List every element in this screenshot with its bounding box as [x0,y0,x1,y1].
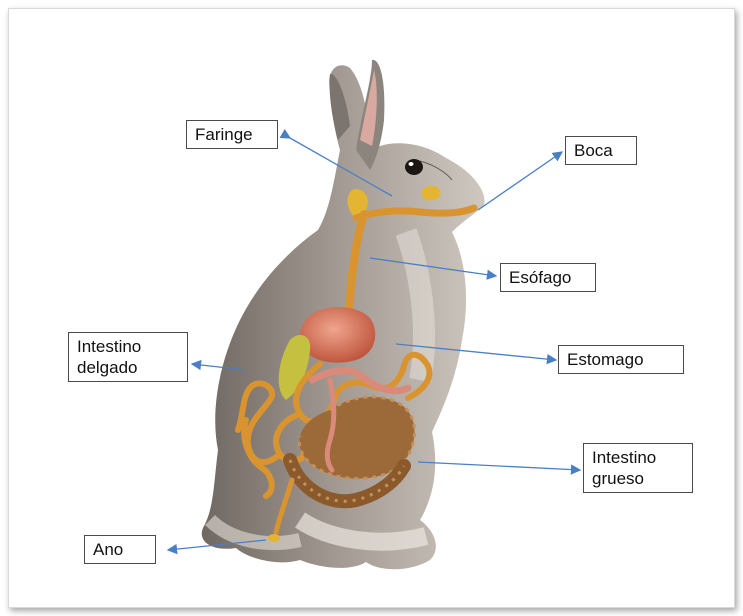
label-intestino-grueso: Intestino grueso [583,443,693,493]
label-boca: Boca [565,136,637,165]
arrow-intestino-grueso [418,462,580,470]
arrow-boca [478,152,562,210]
anus-marker [268,534,280,542]
label-faringe: Faringe [186,120,278,149]
mouth-gland [422,186,441,201]
stomach-organ [300,307,375,363]
label-estomago: Estomago [558,345,684,374]
label-intestino-delgado: Intestino delgado [68,332,188,382]
label-esofago: Esófago [500,263,596,292]
label-ano: Ano [84,535,156,564]
